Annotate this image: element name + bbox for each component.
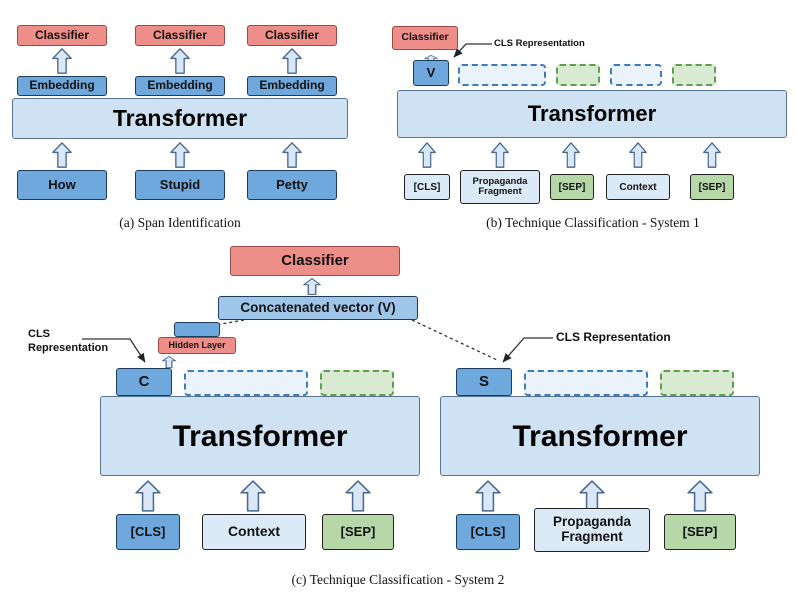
token-box: Petty — [247, 170, 337, 200]
s-box: S — [456, 368, 512, 396]
c-box: C — [116, 368, 172, 396]
caption-panel-b: (b) Technique Classification - System 1 — [486, 215, 700, 230]
caption-panel-c: (c) Technique Classification - System 2 — [291, 572, 505, 587]
input-token-box: [CLS] — [456, 514, 520, 550]
input-token-box: Context — [606, 174, 670, 200]
token-box: Stupid — [135, 170, 225, 200]
up-arrow-icon — [170, 48, 190, 74]
token-box: How — [17, 170, 107, 200]
masked-span-green — [320, 370, 394, 396]
embedding-box: Embedding — [17, 76, 107, 96]
caption-panel-a: (a) Span Identification — [119, 215, 241, 230]
embedding-box: Embedding — [135, 76, 225, 96]
up-arrow-icon — [491, 142, 509, 168]
transformer-box: Transformer — [100, 396, 420, 476]
input-token-box: Propaganda Fragment — [460, 170, 540, 204]
cls-representation-label: CLS Representation — [28, 328, 109, 354]
masked-span-blue — [184, 370, 308, 396]
hidden-layer-output-box — [174, 322, 220, 337]
up-arrow-icon — [282, 48, 302, 74]
up-arrow-icon — [240, 480, 266, 512]
up-arrow-icon — [52, 142, 72, 168]
input-token-box: Context — [202, 514, 306, 550]
cls-representation-label: CLS Representation — [556, 330, 671, 344]
classifier-box: Classifier — [230, 246, 400, 276]
up-arrow-icon — [562, 142, 580, 168]
up-arrow-icon — [303, 278, 321, 295]
transformer-box: Transformer — [397, 90, 787, 138]
classifier-box: Classifier — [135, 25, 225, 46]
up-arrow-icon — [703, 142, 721, 168]
up-arrow-icon — [170, 142, 190, 168]
classifier-box: Classifier — [17, 25, 107, 46]
up-arrow-icon — [282, 142, 302, 168]
classifier-box: Classifier — [247, 25, 337, 46]
masked-span-green — [556, 64, 600, 86]
classifier-box: Classifier — [392, 26, 458, 50]
up-arrow-icon — [424, 51, 438, 64]
masked-span-blue — [610, 64, 662, 86]
v-box: V — [413, 60, 449, 86]
hidden-layer-box: Hidden Layer — [158, 337, 236, 354]
cls-representation-label: CLS Representation — [494, 38, 585, 49]
up-arrow-icon — [475, 480, 501, 512]
up-arrow-icon — [135, 480, 161, 512]
input-token-box: [SEP] — [664, 514, 736, 550]
masked-span-blue — [458, 64, 546, 86]
transformer-box: Transformer — [12, 98, 348, 139]
up-arrow-icon — [418, 142, 436, 168]
input-token-box: [SEP] — [322, 514, 394, 550]
up-arrow-icon — [162, 355, 176, 368]
masked-span-blue — [524, 370, 648, 396]
up-arrow-icon — [345, 480, 371, 512]
input-token-box: [SEP] — [550, 174, 594, 200]
transformer-box: Transformer — [440, 396, 760, 476]
up-arrow-icon — [687, 480, 713, 512]
input-token-box: Propaganda Fragment — [534, 508, 650, 552]
up-arrow-icon — [629, 142, 647, 168]
embedding-box: Embedding — [247, 76, 337, 96]
input-token-box: [CLS] — [116, 514, 180, 550]
input-token-box: [CLS] — [404, 174, 450, 200]
up-arrow-icon — [52, 48, 72, 74]
concatenated-vector-box: Concatenated vector (V) — [218, 296, 418, 320]
masked-span-green — [672, 64, 716, 86]
input-token-box: [SEP] — [690, 174, 734, 200]
masked-span-green — [660, 370, 734, 396]
